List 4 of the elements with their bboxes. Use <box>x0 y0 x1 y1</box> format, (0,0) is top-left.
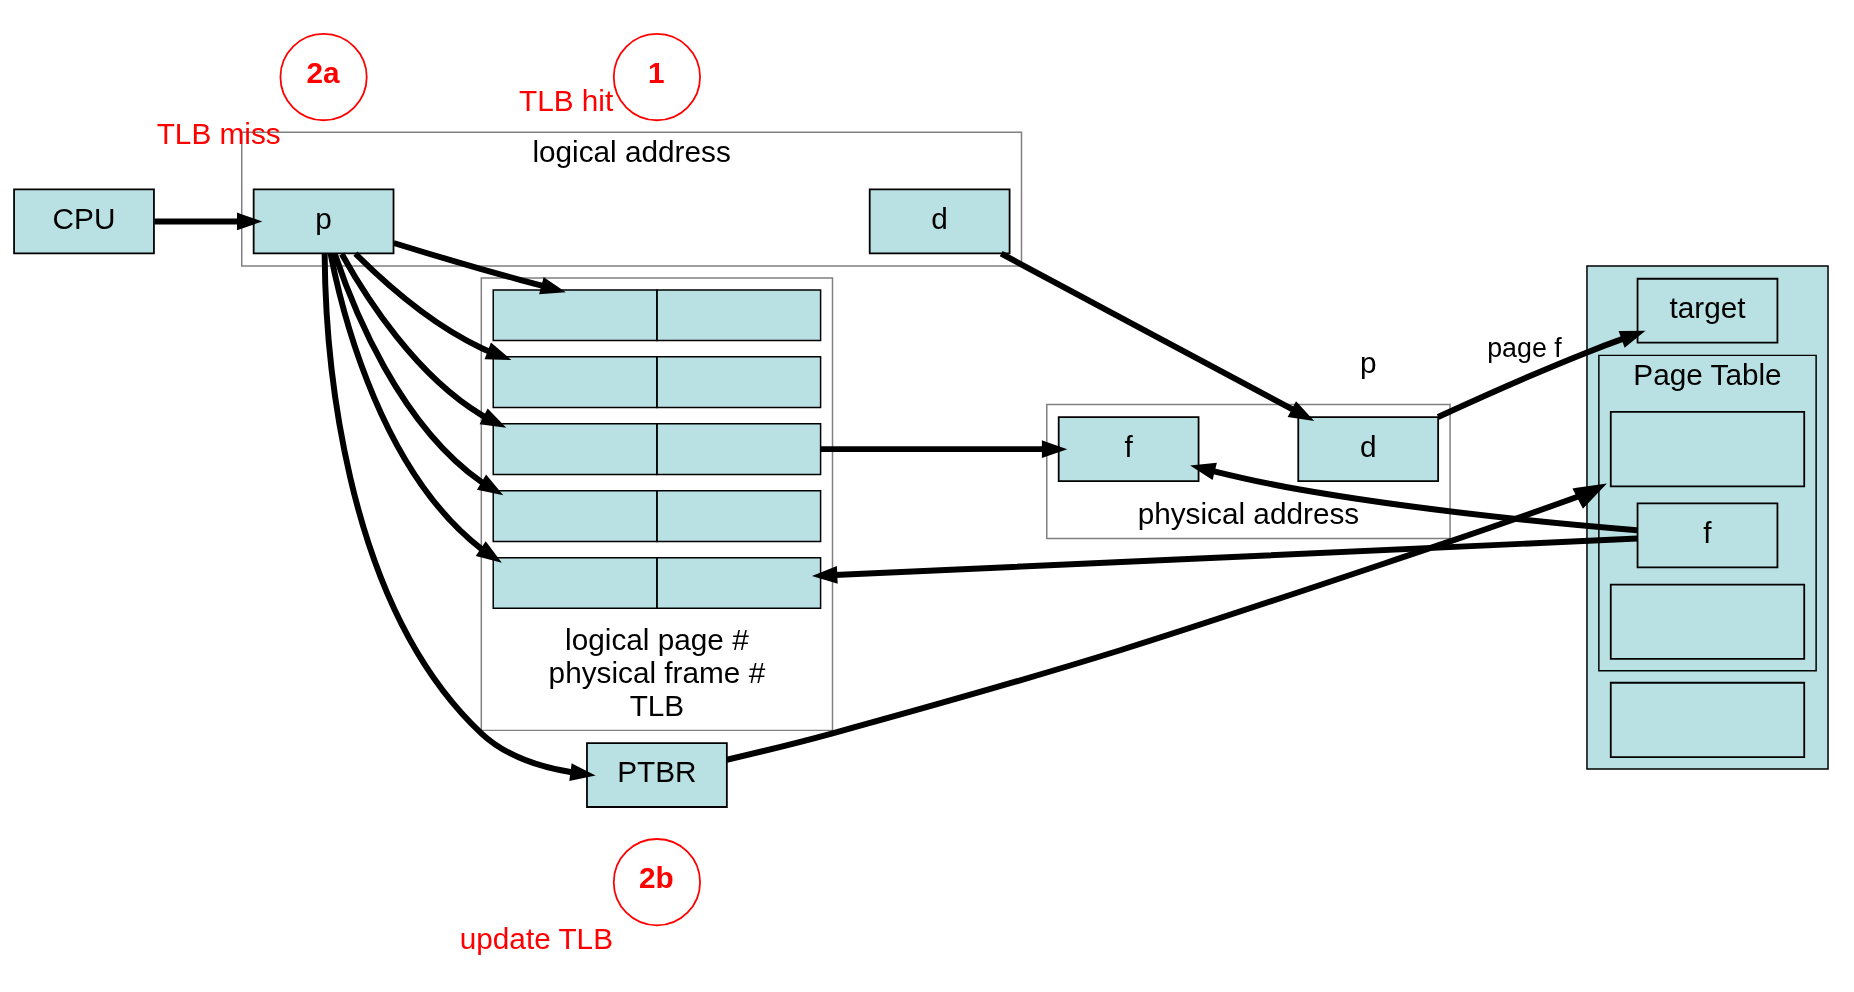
edge-label: page f <box>1487 333 1562 364</box>
node-label: update TLB <box>459 922 614 956</box>
label: p <box>1359 346 1377 380</box>
node-label: TLB hit <box>519 84 614 118</box>
